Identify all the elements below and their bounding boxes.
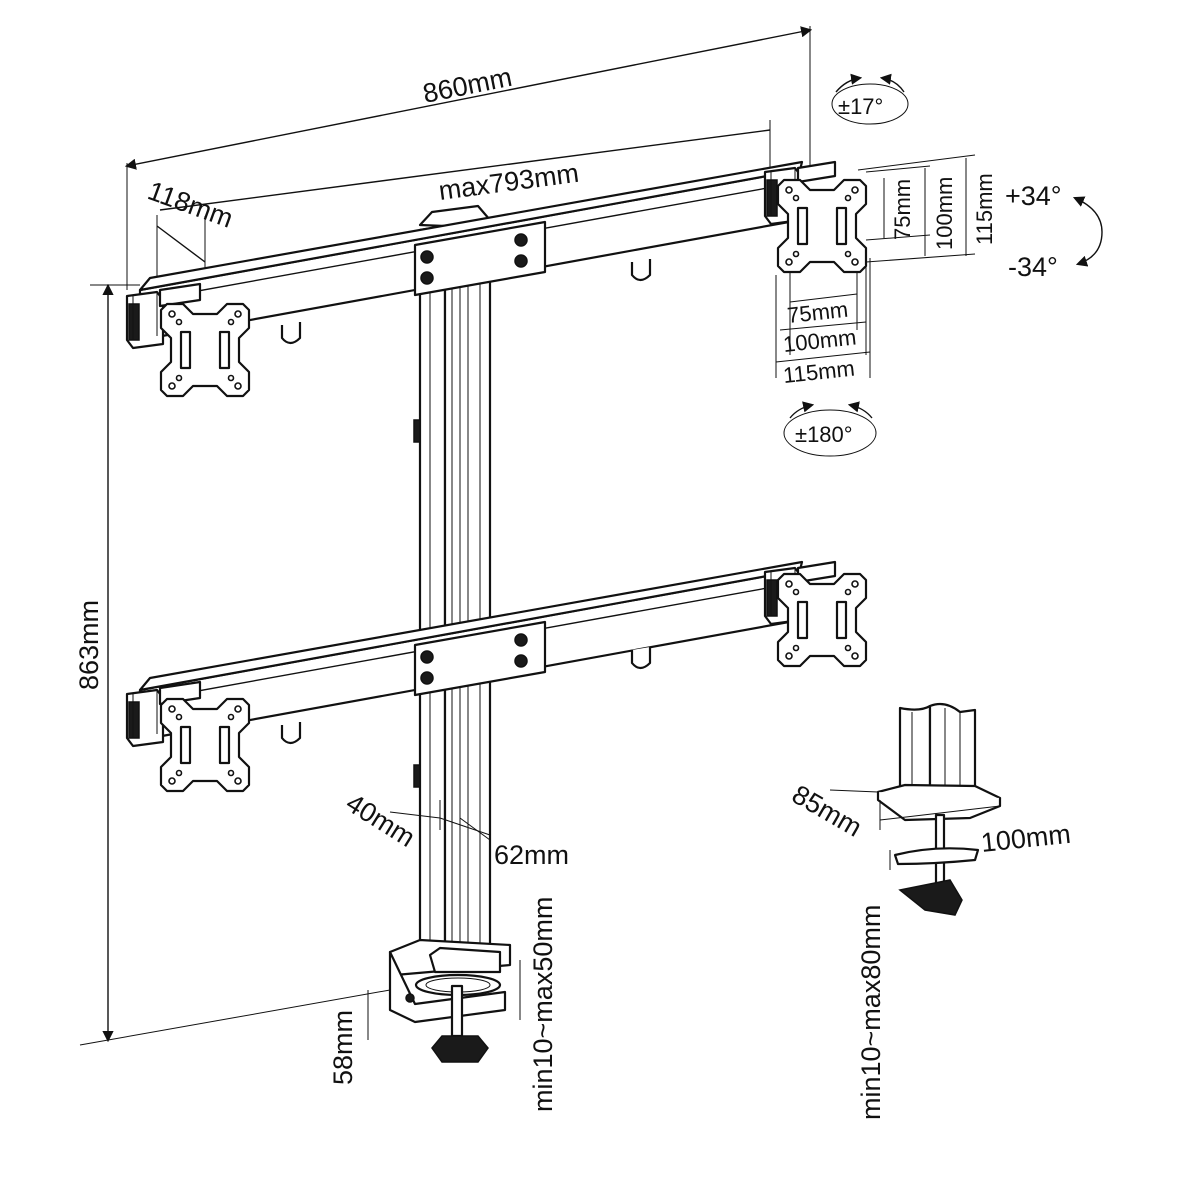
lower-crossbar — [138, 560, 804, 745]
grommet-thickness-label: min10~max80mm — [856, 905, 886, 1120]
pole-depth-label: 40mm — [341, 788, 421, 853]
lower-left-vesa-plate — [125, 680, 251, 793]
swivel-indicator: ±17° — [831, 73, 909, 125]
upper-right-vesa-plate — [763, 160, 868, 274]
tilt-indicator: +34° -34° — [1005, 181, 1103, 282]
desk-clamp — [388, 938, 512, 1063]
max-arm-width-label: max793mm — [437, 158, 581, 206]
arm-offset-label: 118mm — [144, 175, 237, 233]
swivel-label: ±17° — [838, 94, 883, 119]
vesa-height-115-label: 115mm — [972, 173, 997, 245]
vesa-height-100-label: 100mm — [932, 177, 957, 250]
vesa-width-dimensions: 75mm 100mm 115mm — [775, 258, 871, 388]
vesa-height-75-label: 75mm — [890, 179, 915, 240]
grommet-dimensions: 85mm 100mm min10~max80mm — [787, 779, 1072, 1120]
upper-left-vesa-plate — [125, 282, 251, 398]
total-height-label: 863mm — [74, 600, 104, 690]
grommet-depth-label: 85mm — [787, 779, 867, 842]
rotate-label: ±180° — [795, 422, 853, 447]
vesa-width-75-label: 75mm — [786, 297, 849, 328]
grommet-width-label: 100mm — [979, 819, 1072, 858]
vesa-height-dimensions: 75mm 100mm 115mm — [857, 154, 997, 263]
tilt-up-label: +34° — [1005, 181, 1062, 211]
pole-width-label: 62mm — [494, 840, 569, 870]
grommet-mount — [876, 702, 1002, 916]
rotate-indicator: ±180° — [783, 401, 877, 457]
clamp-dimensions: 58mm min10~max50mm — [328, 897, 558, 1112]
pole — [413, 204, 492, 957]
upper-crossbar — [138, 160, 804, 345]
lower-right-vesa-plate — [763, 560, 868, 668]
total-height-dimension: 863mm — [74, 283, 391, 1046]
vesa-width-100-label: 100mm — [782, 324, 858, 357]
tilt-down-label: -34° — [1008, 252, 1058, 282]
overall-width-label: 860mm — [420, 62, 514, 109]
clamp-thickness-label: min10~max50mm — [528, 897, 558, 1112]
clamp-height-label: 58mm — [328, 1010, 358, 1085]
